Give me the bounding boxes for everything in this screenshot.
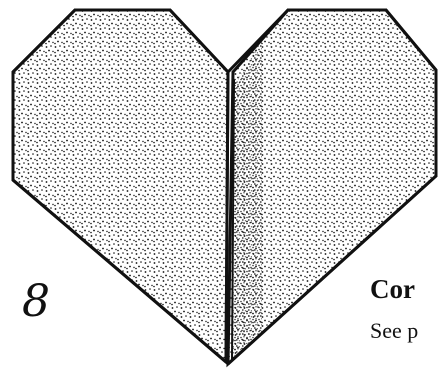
caption-title: Cor xyxy=(370,276,415,303)
caption-subtitle: See p xyxy=(370,320,418,342)
center-fold-line xyxy=(226,72,228,362)
step-number: 8 xyxy=(22,280,50,324)
center-fold-shadow xyxy=(232,40,262,358)
